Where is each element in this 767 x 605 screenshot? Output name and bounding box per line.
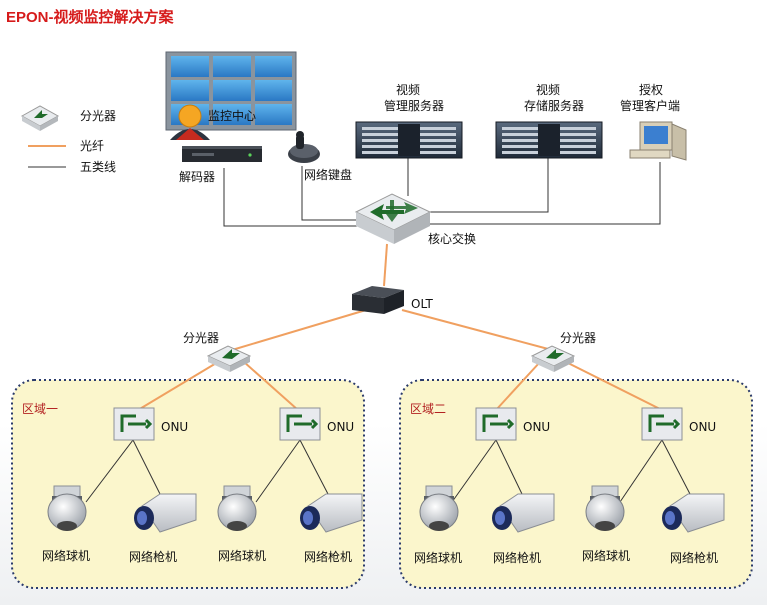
camera-label: 网络枪机 xyxy=(129,550,178,564)
fiber-links xyxy=(137,243,663,411)
video-storage-label-1: 视频 xyxy=(536,83,561,97)
legend-fiber-label: 光纤 xyxy=(80,139,105,153)
network-keyboard-icon xyxy=(288,131,320,163)
client-label-1: 授权 xyxy=(639,83,664,97)
legend-splitter-label: 分光器 xyxy=(80,109,117,123)
onu-camera-links xyxy=(85,439,691,503)
camera-label: 网络球机 xyxy=(414,551,463,565)
client-label-2: 管理客户端 xyxy=(620,99,681,113)
onu-label: ONU xyxy=(161,420,189,434)
olt-icon xyxy=(352,286,404,314)
operator-icon xyxy=(170,104,210,140)
bullet-camera-icon xyxy=(662,493,725,533)
camera-label: 网络球机 xyxy=(42,549,91,563)
bullet-camera-icon xyxy=(300,493,363,533)
onu-icon xyxy=(279,407,321,441)
onu-icon xyxy=(641,407,683,441)
onu-label: ONU xyxy=(327,420,355,434)
camera-label: 网络枪机 xyxy=(670,551,719,565)
legend-cat5-label: 五类线 xyxy=(80,160,117,174)
splitter-right-icon xyxy=(530,345,576,372)
zone-two-label: 区域二 xyxy=(410,402,447,416)
page-title: EPON-视频监控解决方案 xyxy=(6,9,174,26)
onu-icon xyxy=(113,407,155,441)
video-storage-label-2: 存储服务器 xyxy=(524,99,585,113)
video-mgmt-label-1: 视频 xyxy=(396,83,421,97)
dome-camera-icon xyxy=(585,485,625,531)
splitter-right-label: 分光器 xyxy=(560,331,597,345)
camera-label: 网络枪机 xyxy=(493,551,542,565)
zone-one-label: 区域一 xyxy=(22,402,59,416)
dome-camera-icon xyxy=(217,485,257,531)
decoder-label: 解码器 xyxy=(179,170,216,184)
camera-label: 网络枪机 xyxy=(304,550,353,564)
video-management-server-icon xyxy=(355,121,463,159)
bullet-camera-icon xyxy=(492,493,555,533)
olt-label: OLT xyxy=(411,297,433,311)
decoder-icon xyxy=(182,146,262,162)
core-switch-label: 核心交换 xyxy=(428,232,477,246)
video-mgmt-label-2: 管理服务器 xyxy=(384,99,445,113)
client-computer-icon xyxy=(629,121,687,161)
camera-label: 网络球机 xyxy=(218,549,267,563)
video-storage-server-icon xyxy=(495,121,603,159)
dome-camera-icon xyxy=(419,485,459,531)
onu-label: ONU xyxy=(689,420,717,434)
onu-label: ONU xyxy=(523,420,551,434)
splitter-left-label: 分光器 xyxy=(183,331,220,345)
core-switch-icon xyxy=(354,193,432,244)
legend-splitter-icon xyxy=(20,105,60,131)
bullet-camera-icon xyxy=(134,493,197,533)
zone-one-box xyxy=(11,379,365,589)
camera-label: 网络球机 xyxy=(582,549,631,563)
dome-camera-icon xyxy=(47,485,87,531)
monitor-center-label: 监控中心 xyxy=(208,109,257,123)
keyboard-label: 网络键盘 xyxy=(304,168,353,182)
cat5-links xyxy=(223,158,661,227)
onu-icon xyxy=(475,407,517,441)
splitter-left-icon xyxy=(206,345,252,372)
